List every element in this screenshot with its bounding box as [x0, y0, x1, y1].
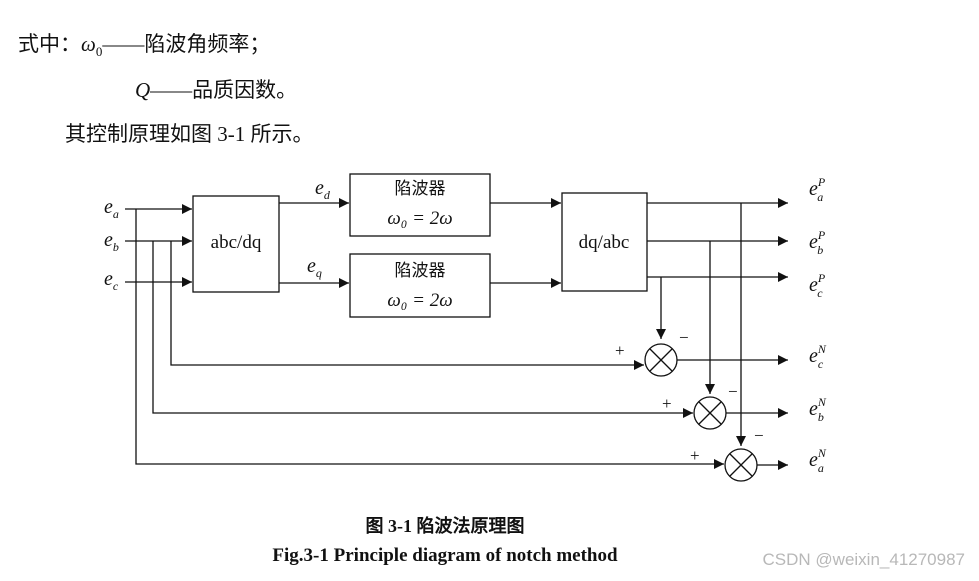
plus-sign-c: +: [615, 341, 625, 360]
figure-caption-cn: 图 3-1 陷波法原理图: [365, 516, 525, 536]
quality-factor-desc: ——品质因数。: [150, 78, 298, 102]
input-eb-label: eb: [104, 229, 119, 254]
notch-filter-d-title: 陷波器: [395, 179, 446, 198]
abc-dq-label: abc/dq: [211, 232, 262, 253]
minus-sign-a: −: [754, 426, 764, 445]
text-line-intro: 其控制原理如图 3-1 所示。: [65, 122, 314, 146]
minus-sign-b: −: [728, 382, 738, 401]
text-line-notch-frequency: 式中：ω0——陷波角频率；: [18, 28, 270, 60]
notch-filter-block-d: [349, 173, 491, 237]
signal-ed-label: ed: [315, 177, 331, 202]
input-ec-label: ec: [104, 268, 119, 293]
notch-filter-q-title: 陷波器: [395, 261, 446, 280]
notch-method-diagram: abc/dq dq/abc 陷波器 ω₀ = 2ω 陷波器 ω₀ = 2ω ea…: [104, 173, 827, 482]
minus-sign-c: −: [679, 328, 689, 347]
figure-caption-en: Fig.3-1 Principle diagram of notch metho…: [272, 545, 618, 566]
dq-abc-label: dq/abc: [579, 232, 630, 253]
omega-symbol: ω: [81, 32, 96, 56]
omega-subscript: 0: [95, 44, 103, 60]
dq-abc-block: [561, 192, 648, 292]
plus-sign-a: +: [690, 446, 700, 465]
text-line-quality-factor: Q——品质因数。: [135, 74, 297, 104]
plus-sign-b: +: [662, 394, 672, 413]
notch-filter-d-equation: ω₀ = 2ω: [387, 208, 452, 229]
summing-junction-c: [644, 343, 678, 377]
notch-filter-q-equation: ω₀ = 2ω: [387, 290, 452, 311]
prefix-label: 式中：: [18, 32, 81, 56]
signal-eq-label: eq: [307, 255, 322, 280]
notch-frequency-desc: ——陷波角频率；: [102, 32, 271, 56]
abc-dq-block: [192, 195, 280, 293]
notch-filter-block-q: [349, 253, 491, 318]
input-ea-label: ea: [104, 196, 119, 221]
watermark: CSDN @weixin_41270987: [762, 550, 965, 569]
summing-junction-a: [724, 448, 758, 482]
q-symbol: Q: [135, 78, 151, 102]
summing-junction-b: [693, 396, 727, 430]
